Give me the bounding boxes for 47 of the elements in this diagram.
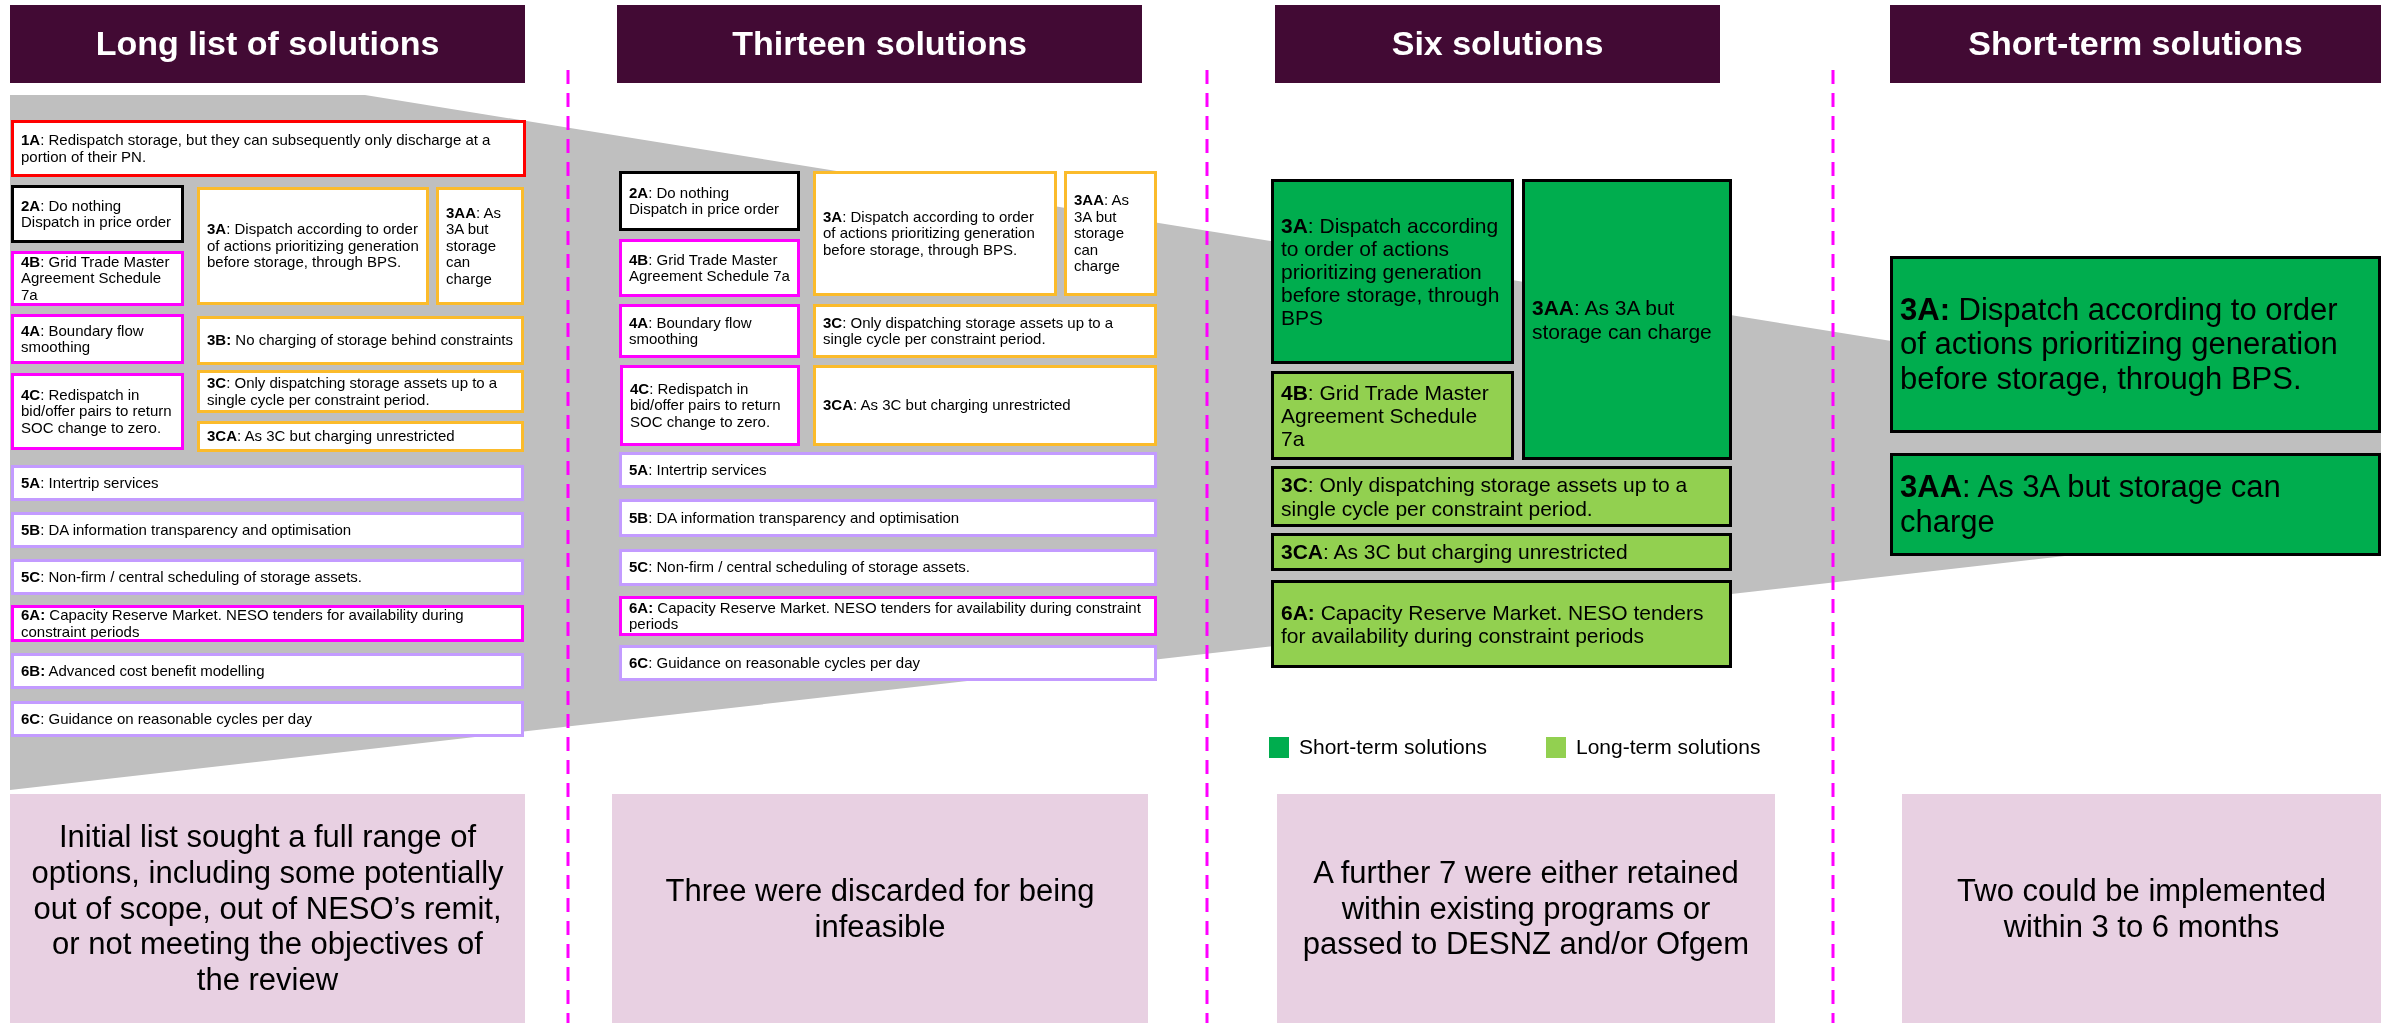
solution-box: 2A: Do nothing Dispatch in price order [11,185,184,243]
solution-box: 2A: Do nothing Dispatch in price order [619,171,800,231]
legend-label: Long-term solutions [1576,735,1761,759]
solution-box: 5C: Non-firm / central scheduling of storage assets. [619,549,1157,586]
solution-box: 3AA: As 3A but storage can charge [1064,171,1157,296]
solution-box: 3A: Dispatch according to order of actions prioritizing generation before storage, through BPS. [197,187,429,305]
solution-box: 4B: Grid Trade Master Agreement Schedule 7a [619,239,800,297]
solution-box: 5B: DA information transparency and optimisation [619,499,1157,537]
solution-box: 3CA: As 3C but charging unrestricted [813,365,1157,446]
solution-box: 6C: Guidance on reasonable cycles per day [11,701,524,737]
solution-box: 3CA: As 3C but charging unrestricted [1271,533,1732,571]
summary-box: Three were discarded for being infeasible [612,794,1148,1023]
solution-box: 5A: Intertrip services [11,465,524,501]
solution-box: 3CA: As 3C but charging unrestricted [197,421,524,452]
solution-box: 3C: Only dispatching storage assets up to a single cycle per constraint period. [197,370,524,413]
solution-box: 4A: Boundary flow smoothing [619,304,800,358]
solution-box: 5C: Non-firm / central scheduling of storage assets. [11,559,524,595]
solution-box: 6B: Advanced cost benefit modelling [11,653,524,689]
solution-box: 3A: Dispatch according to order of actions prioritizing generation before storage, through BPS. [813,171,1057,296]
summary-box: Two could be implemented within 3 to 6 months [1902,794,2381,1023]
column-header: Short-term solutions [1890,5,2381,83]
solution-box: 4C: Redispatch in bid/offer pairs to return SOC change to zero. [620,365,800,446]
solution-box: 3C: Only dispatching storage assets up to a single cycle per constraint period. [813,304,1157,358]
column-header: Long list of solutions [10,5,525,83]
solution-box: 3C: Only dispatching storage assets up to a single cycle per constraint period. [1271,466,1732,527]
solution-box: 4B: Grid Trade Master Agreement Schedule 7a [11,251,184,306]
solution-box: 6C: Guidance on reasonable cycles per day [619,645,1157,681]
solution-box: 6A: Capacity Reserve Market. NESO tenders for availability during constraint periods [1271,580,1732,668]
solution-box: 3A: Dispatch according to order of actions prioritizing generation before storage, through BPS. [1890,256,2381,433]
column-header: Thirteen solutions [617,5,1142,83]
summary-box: A further 7 were either retained within existing programs or passed to DESNZ and/or Ofgem [1277,794,1775,1023]
solution-box: 6A: Capacity Reserve Market. NESO tenders for availability during constraint periods [11,605,524,642]
solution-box: 3AA: As 3A but storage can charge [436,187,524,305]
solution-box: 5A: Intertrip services [619,452,1157,488]
solution-box: 5B: DA information transparency and optimisation [11,512,524,548]
solution-box: 6A: Capacity Reserve Market. NESO tenders for availability during constraint periods [619,596,1157,636]
solution-box: 4B: Grid Trade Master Agreement Schedule 7a [1271,371,1514,460]
solution-box: 4A: Boundary flow smoothing [11,314,184,364]
solution-box: 3B: No charging of storage behind constraints [197,316,524,365]
column-header: Six solutions [1275,5,1720,83]
solution-box: 3AA: As 3A but storage can charge [1522,179,1732,460]
summary-box: Initial list sought a full range of options, including some potentially out of scope, out of NESO’s remit, or not meeting the objectives of the review [10,794,525,1023]
solution-box: 1A: Redispatch storage, but they can subsequently only discharge at a portion of their PN. [11,120,526,177]
solution-box: 3AA: As 3A but storage can charge [1890,453,2381,556]
solution-box: 4C: Redispatch in bid/offer pairs to return SOC change to zero. [11,373,184,450]
legend-label: Short-term solutions [1299,735,1487,759]
solution-box: 3A: Dispatch according to order of actions prioritizing generation before storage, through BPS [1271,179,1514,364]
